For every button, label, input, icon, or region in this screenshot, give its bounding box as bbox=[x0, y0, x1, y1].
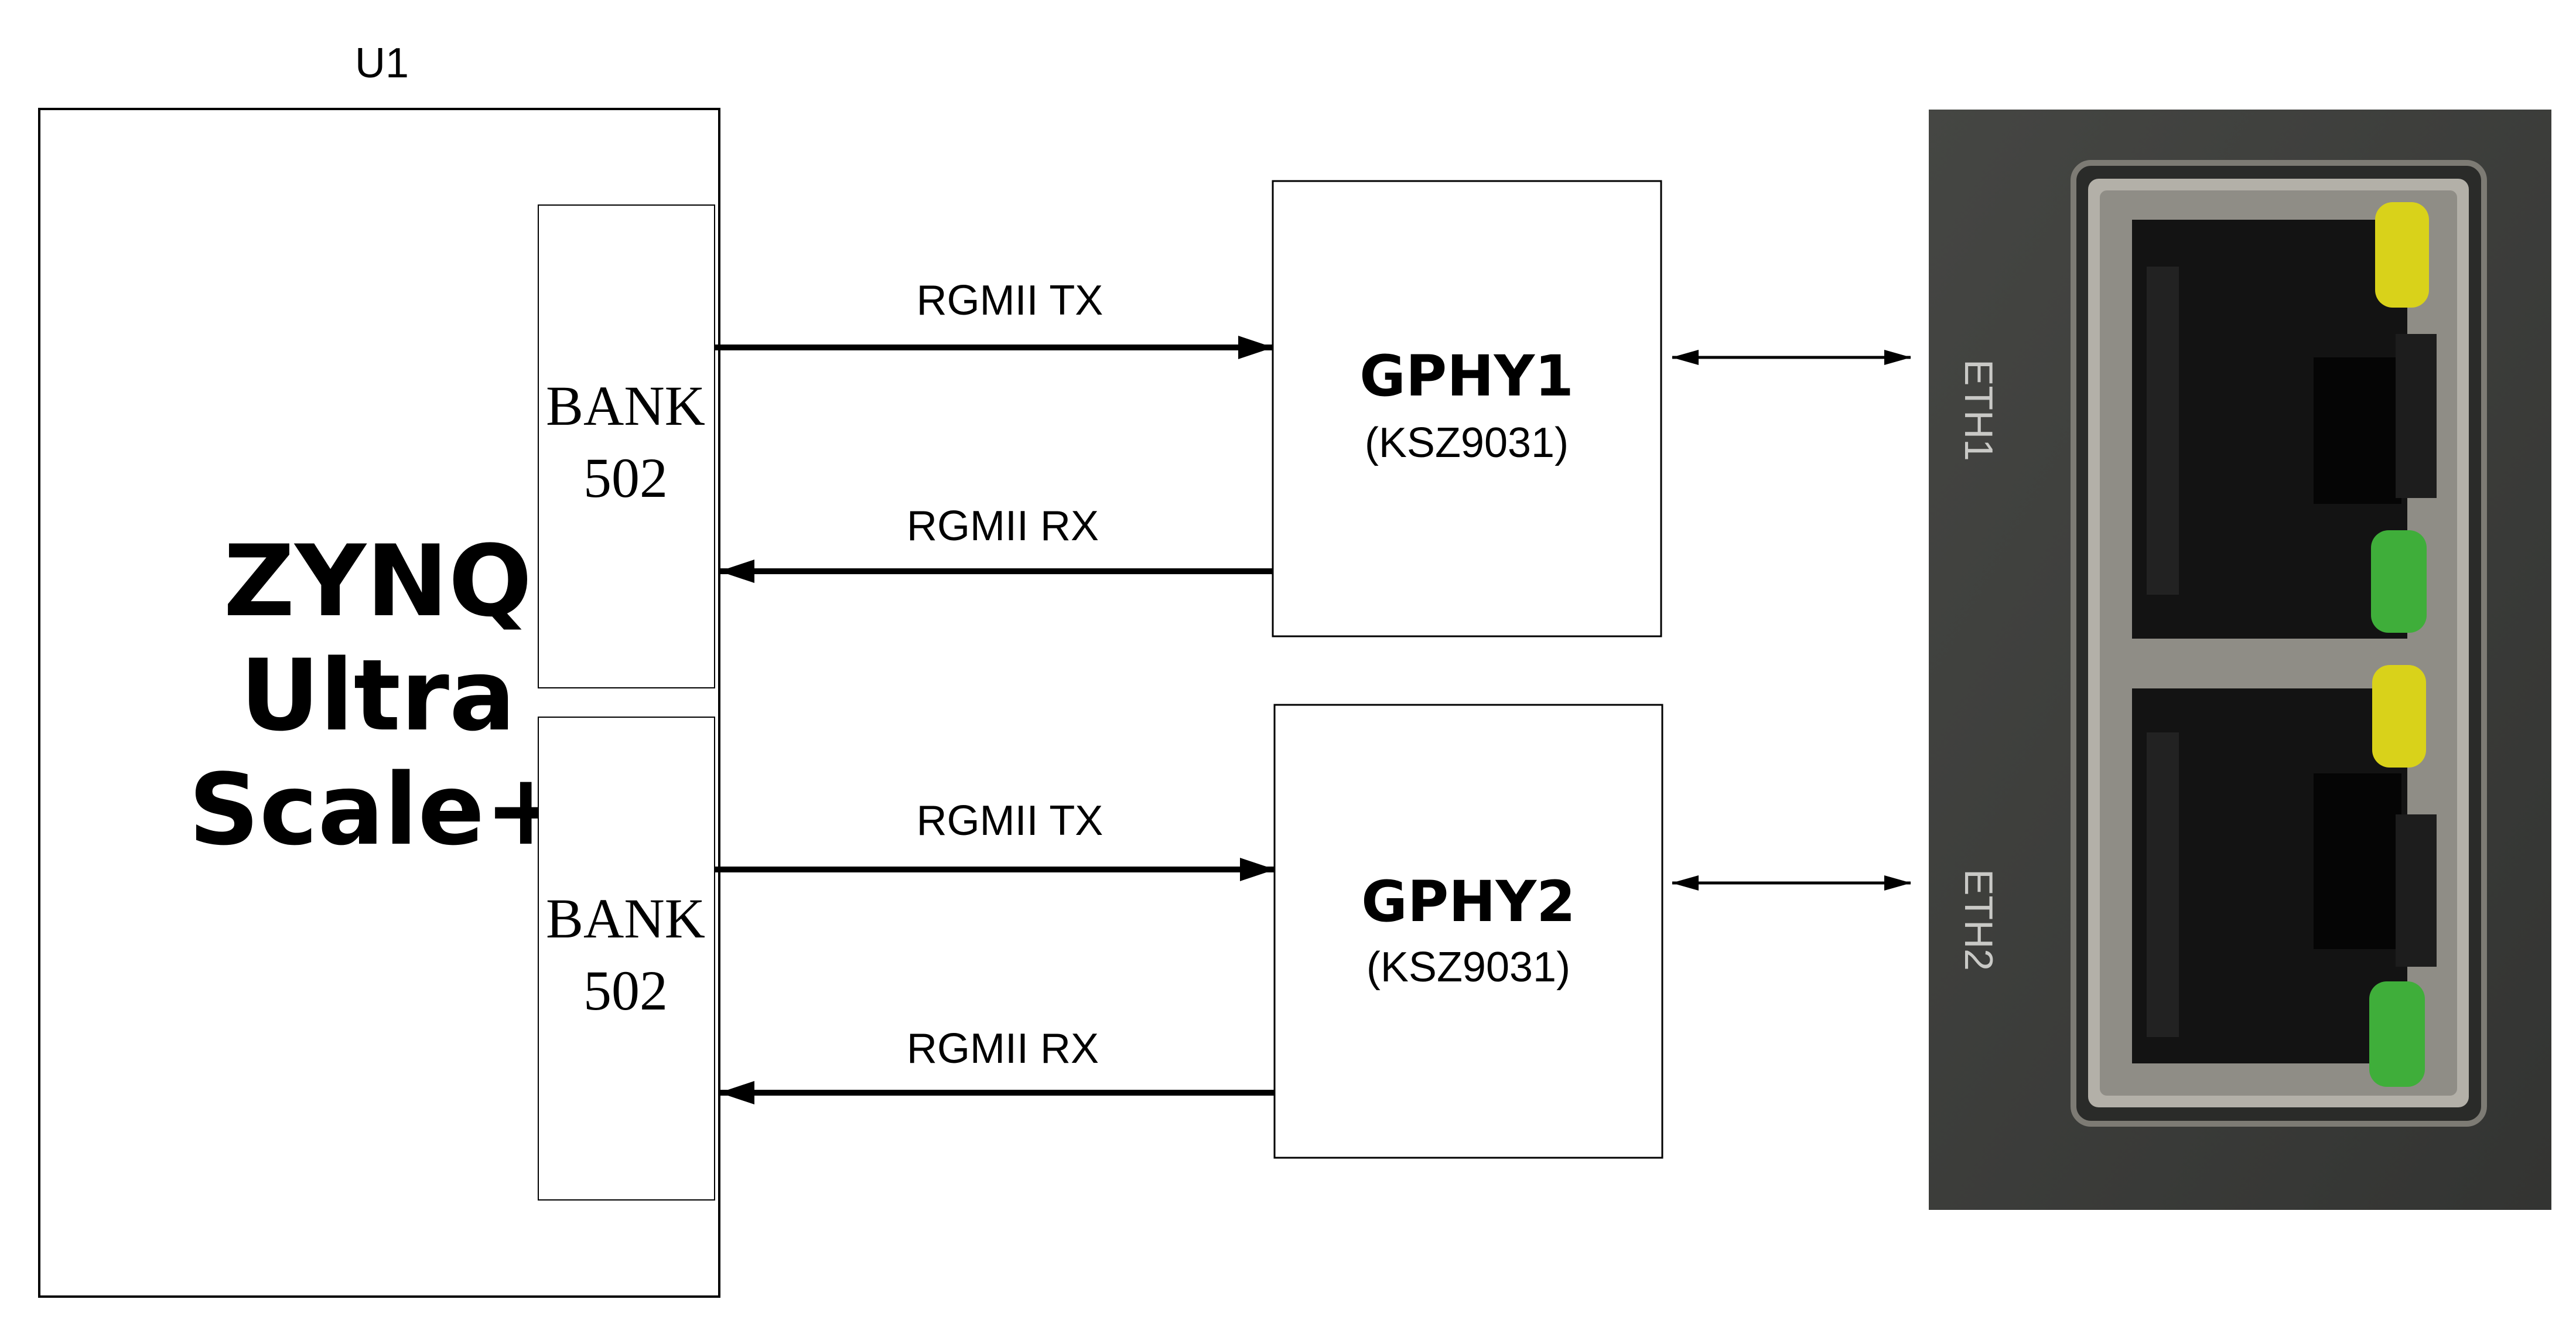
u1-label: U1 bbox=[355, 40, 409, 87]
jack-latch bbox=[2314, 357, 2401, 504]
chip-name-line-2: Ultra bbox=[240, 638, 516, 753]
chip-name: ZYNQ Ultra Scale+ bbox=[189, 524, 567, 867]
led-yellow bbox=[2375, 202, 2429, 308]
rgmii-tx-2: RGMII TX bbox=[715, 797, 1275, 881]
bank-label-line-1: BANK bbox=[546, 374, 705, 437]
signal-label: RGMII TX bbox=[917, 797, 1103, 844]
bank-box bbox=[538, 204, 715, 688]
chip-name-line-3: Scale+ bbox=[189, 752, 567, 867]
u1-box bbox=[38, 108, 720, 1298]
gphy2-block: GPHY2 (KSZ9031) bbox=[1273, 704, 1663, 1159]
bank-label-line-1: BANK bbox=[546, 887, 705, 950]
bank-label-line-2: 502 bbox=[583, 959, 668, 1022]
led-green bbox=[2369, 981, 2425, 1087]
port-label: ETH1 bbox=[1956, 359, 2001, 461]
chip-name-line-1: ZYNQ bbox=[224, 524, 532, 639]
phy-box bbox=[1272, 180, 1662, 637]
jack-latch-slot bbox=[2396, 334, 2437, 498]
bank-label-line-2: 502 bbox=[583, 446, 668, 509]
jack-contacts bbox=[2147, 267, 2179, 595]
led-green bbox=[2371, 530, 2427, 633]
rgmii-tx-1: RGMII TX bbox=[715, 277, 1273, 359]
phy-part: (KSZ9031) bbox=[1365, 420, 1569, 466]
port-label: ETH2 bbox=[1956, 869, 2001, 971]
phy-name: GPHY2 bbox=[1361, 869, 1576, 935]
signal-label: RGMII RX bbox=[907, 503, 1099, 550]
phy-name: GPHY1 bbox=[1359, 343, 1574, 409]
signal-label: RGMII TX bbox=[917, 277, 1103, 324]
bank-502-lower: BANK 502 bbox=[538, 717, 715, 1201]
jack-latch-slot bbox=[2396, 814, 2437, 967]
eth2-port: ETH2 bbox=[1956, 665, 2437, 1087]
eth1-port: ETH1 bbox=[1956, 202, 2437, 639]
bank-box bbox=[538, 717, 715, 1201]
led-yellow bbox=[2372, 665, 2426, 768]
rgmii-rx-1: RGMII RX bbox=[719, 503, 1274, 583]
signal-label: RGMII RX bbox=[907, 1025, 1099, 1072]
rj45-port-photo: ETH1 ETH2 bbox=[1929, 110, 2551, 1210]
phy-box bbox=[1273, 704, 1663, 1159]
gphy1-block: GPHY1 (KSZ9031) bbox=[1272, 180, 1662, 637]
jack-contacts bbox=[2147, 732, 2179, 1037]
bank-502-upper: BANK 502 bbox=[538, 204, 715, 688]
phy-part: (KSZ9031) bbox=[1366, 944, 1570, 991]
rgmii-rx-2: RGMII RX bbox=[719, 1025, 1275, 1104]
jack-latch bbox=[2314, 773, 2401, 949]
